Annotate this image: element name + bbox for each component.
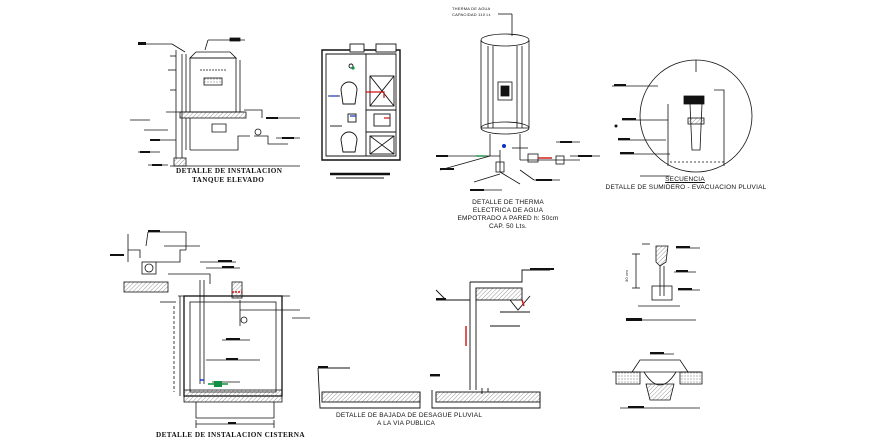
bathroom-plan-accents xyxy=(330,66,390,119)
cisterna-label-bars xyxy=(110,230,240,424)
small-detail-drawing xyxy=(628,243,700,321)
therma-caption-line4: CAP. 50 Lts. xyxy=(488,223,528,230)
channel-detail-drawing xyxy=(612,353,703,409)
tanque-title-line1: DETALLE DE INSTALACION xyxy=(176,167,283,175)
cisterna-accents xyxy=(200,291,242,387)
tanque-dimension-marks xyxy=(138,42,294,166)
small-detail-label-bars xyxy=(626,246,692,321)
desague-pluvial-accents xyxy=(465,299,525,346)
cisterna-drawing xyxy=(123,231,310,428)
channel-detail-label-bars xyxy=(628,352,664,408)
sumidero-subtitle: SECUENCIA xyxy=(665,176,705,183)
desague-caption-line2: A LA VIA PUBLICA xyxy=(376,420,436,427)
sumidero-title: DETALLE DE SUMIDERO - EVACUACION PLUVIAL xyxy=(605,184,767,191)
tanque-elevado-drawing xyxy=(130,37,300,167)
therma-drawing xyxy=(439,13,600,191)
therma-caption-line2: ELECTRICA DE AGUA xyxy=(472,207,544,214)
therma-accents xyxy=(476,144,552,159)
tanque-title-line2: TANQUE ELEVADO xyxy=(192,176,265,184)
desague-label-bars xyxy=(318,268,554,376)
sumidero-label-bars xyxy=(614,84,636,154)
desague-caption-line1: DETALLE DE BAJADA DE DESAGUE PLUVIAL xyxy=(336,412,483,419)
therma-caption-line1: DETALLE DE THERMA xyxy=(472,199,544,206)
small-detail-dimension: 30 cm xyxy=(624,270,629,282)
cisterna-title: DETALLE DE INSTALACION CISTERNA xyxy=(156,431,305,439)
therma-top-label-line2: CAPACIDAD 110 Lt. xyxy=(452,12,492,17)
therma-label-bars xyxy=(436,141,592,191)
bathroom-plan-drawing xyxy=(321,43,401,179)
therma-caption-line3: EMPOTRADO A PARED h: 50cm xyxy=(457,215,559,222)
therma-top-label-line1: THERMA DE AGUA xyxy=(452,6,491,11)
desague-pluvial-drawing xyxy=(317,269,550,409)
